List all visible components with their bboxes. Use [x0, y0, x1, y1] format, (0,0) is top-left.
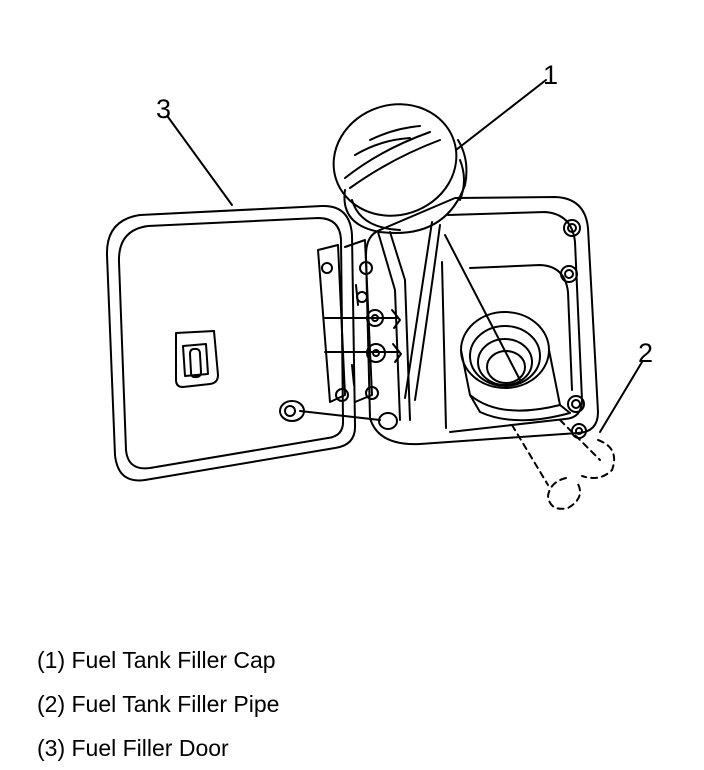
parts-legend: (1) Fuel Tank Filler Cap (2) Fuel Tank F…	[37, 638, 279, 770]
legend-item-fuel-tank-filler-cap: (1) Fuel Tank Filler Cap	[37, 647, 276, 673]
fuel-tank-filler-pipe	[512, 420, 614, 509]
leader-line-3	[168, 117, 232, 205]
filler-pocket-housing	[366, 197, 598, 444]
door-hinge	[318, 240, 401, 402]
fuel-filler-door	[107, 206, 355, 481]
door-stop	[280, 401, 397, 429]
cap-tether	[405, 222, 520, 400]
callout-number-1: 1	[543, 60, 558, 90]
door-latch-tab	[176, 331, 218, 387]
legend-item-fuel-tank-filler-pipe: (2) Fuel Tank Filler Pipe	[37, 691, 280, 717]
leader-line-2	[600, 362, 642, 432]
fuel-filler-diagram: 1 2 3	[0, 60, 653, 600]
legend-item-fuel-filler-door: (3) Fuel Filler Door	[37, 735, 229, 761]
leader-line-1	[456, 80, 546, 150]
callout-number-3: 3	[156, 94, 171, 124]
fuel-tank-filler-cap	[319, 89, 471, 233]
callout-number-2: 2	[638, 338, 653, 368]
filler-neck	[461, 312, 570, 420]
